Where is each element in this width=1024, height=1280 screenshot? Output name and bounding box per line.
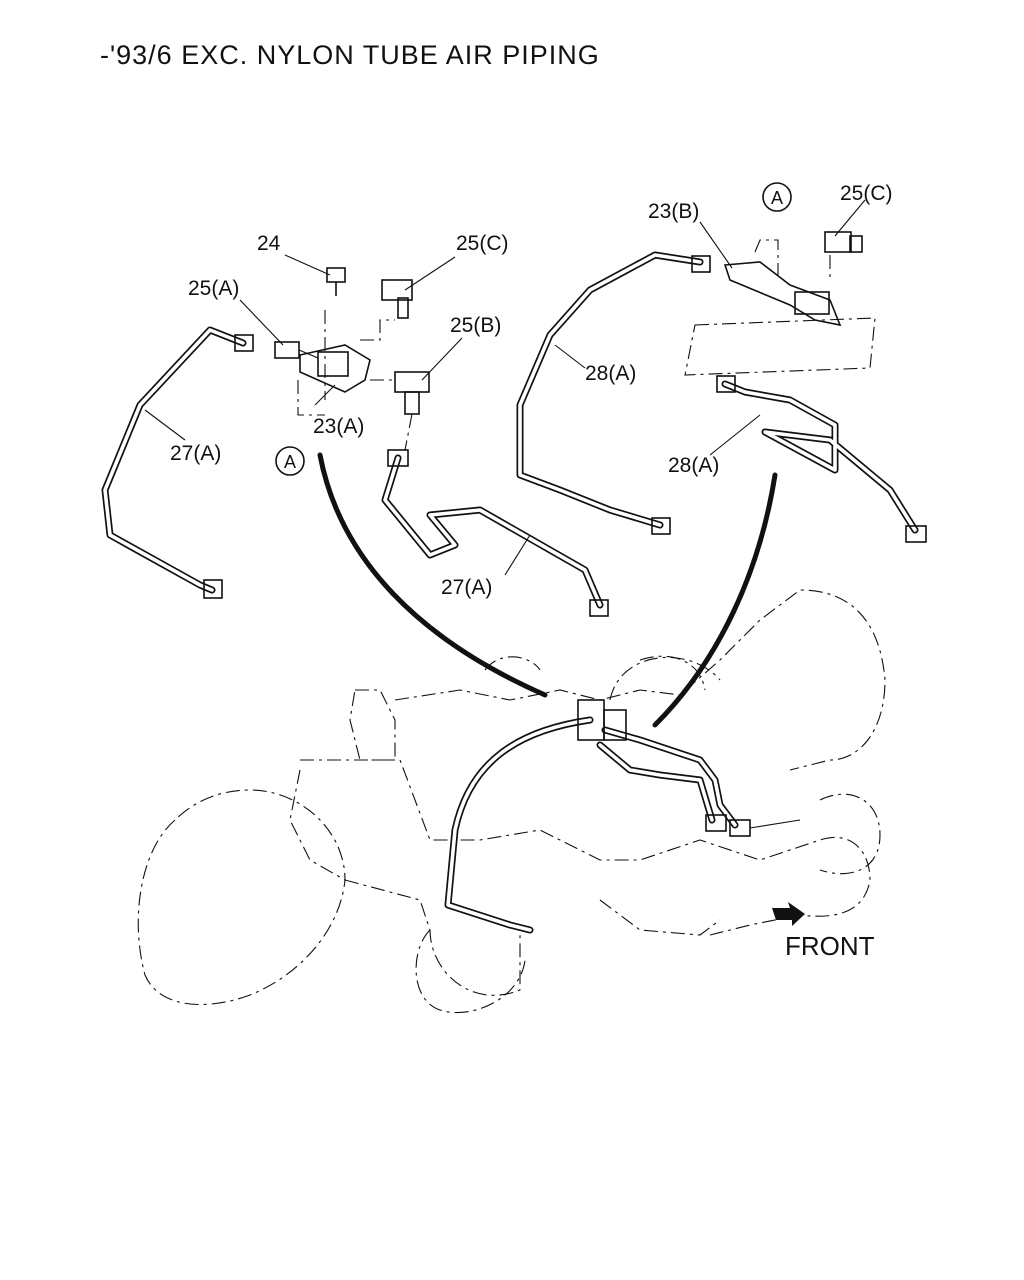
label-25c-left: 25(C) — [456, 232, 509, 255]
pipe-27a-left — [101, 326, 254, 599]
label-27a-bottom: 27(A) — [441, 576, 492, 599]
diagram-title: -'93/6 EXC. NYLON TUBE AIR PIPING — [100, 40, 600, 70]
fitting-25c-right — [824, 231, 863, 253]
part-labels: 24 25(C) 25(A) 25(B) 23(A) 27(A) 27(A) 2… — [170, 182, 893, 599]
pipe-27a-bottom — [381, 449, 609, 617]
axle-air-piping — [444, 699, 801, 934]
front-arrow-icon — [772, 902, 805, 926]
leader-lines — [144, 199, 866, 576]
ref-marker-a-left: A — [275, 446, 305, 476]
label-23a: 23(A) — [313, 415, 364, 438]
label-25b: 25(B) — [450, 314, 501, 337]
valve-23a — [274, 267, 395, 416]
ref-marker-a-right: A — [762, 182, 792, 212]
svg-text:A: A — [771, 188, 783, 208]
leader-right — [652, 472, 778, 728]
fitting-25c-left — [381, 279, 413, 319]
label-23b: 23(B) — [648, 200, 699, 223]
front-direction-indicator: FRONT — [772, 902, 875, 961]
fitting-25b — [370, 371, 430, 451]
label-28a-lower: 28(A) — [668, 454, 719, 477]
label-25c-right: 25(C) — [840, 182, 893, 205]
pipe-28a-lower — [716, 375, 927, 543]
front-label: FRONT — [785, 931, 875, 961]
rear-axle-assembly — [137, 589, 886, 1014]
svg-text:A: A — [284, 452, 296, 472]
pipe-28a-upper — [516, 251, 711, 535]
leader-left — [317, 452, 548, 698]
valve-23b — [723, 239, 842, 327]
label-28a-upper: 28(A) — [585, 362, 636, 385]
label-27a-left: 27(A) — [170, 442, 221, 465]
label-24: 24 — [257, 232, 281, 255]
callout-box — [684, 317, 876, 376]
label-25a: 25(A) — [188, 277, 239, 300]
